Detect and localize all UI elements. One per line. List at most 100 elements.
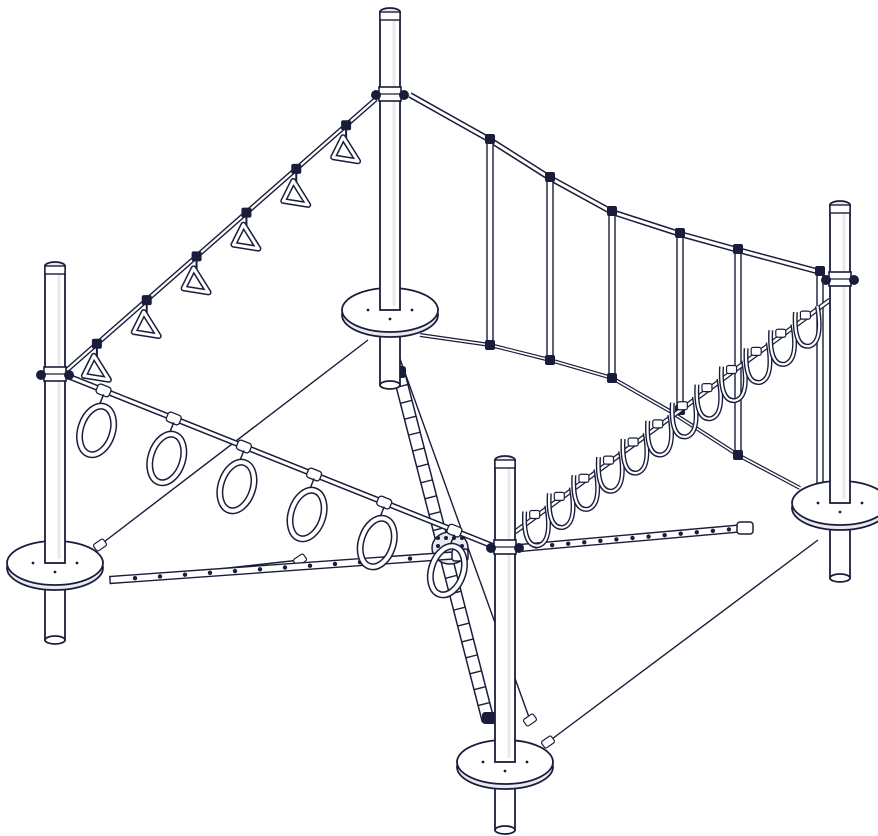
belt-rivet [282, 565, 288, 570]
belt-segment [469, 670, 482, 675]
ladder-rung [546, 177, 554, 361]
back-post [341, 7, 439, 390]
rope-connector [486, 543, 496, 553]
loop-clamp [602, 455, 615, 465]
belt-rivet [678, 531, 683, 536]
loop-clamp [750, 346, 762, 356]
rung-clamp [675, 228, 685, 238]
belt-rivet [407, 556, 413, 561]
belt-rivet [662, 532, 667, 538]
post-cap-band [44, 265, 66, 275]
ring-clamp [95, 383, 112, 398]
belt-segment [477, 701, 490, 707]
belt-rivet [132, 576, 138, 581]
rope-connector [64, 370, 74, 380]
belt-rivet [549, 542, 555, 548]
post-shaft [379, 11, 401, 311]
post-shaft [829, 204, 851, 504]
loop-clamp [676, 401, 688, 411]
loop-clamp [652, 419, 664, 429]
belt-rivet [307, 563, 313, 568]
loop-clamp [529, 509, 541, 520]
rope-ladder-wall [408, 92, 825, 493]
ladder-rung [486, 139, 494, 346]
post-shaft [494, 459, 516, 763]
grip-clamp [91, 338, 102, 349]
ring-traverse [63, 372, 495, 599]
ring-clamp [305, 467, 323, 482]
belt-segment [416, 463, 429, 468]
loop-clamp [701, 383, 713, 393]
rope-connector [821, 275, 831, 285]
post-cap-band [494, 459, 516, 469]
ladder-rung [608, 211, 616, 379]
belt-rivet [257, 567, 263, 572]
belt-segment [420, 479, 433, 484]
belt-segment [473, 686, 486, 691]
belt-rivet [157, 574, 163, 579]
post-cap-band [829, 204, 851, 214]
loop-clamp [799, 310, 811, 320]
front-post [456, 455, 554, 835]
belt-segment [453, 606, 466, 611]
ring-clamp [446, 523, 463, 538]
belt-segment [408, 431, 421, 436]
bolt-hole [860, 501, 864, 505]
ladder-rung [734, 249, 742, 456]
loop-clamp [775, 328, 787, 338]
cable-clamp [92, 538, 108, 552]
bolt-hole [816, 501, 820, 505]
grip-clamp [191, 251, 202, 262]
loop-clamp [553, 491, 565, 501]
belt-rivet [630, 535, 635, 541]
post-cap-band [379, 11, 401, 21]
rung-clamp [485, 340, 495, 350]
ring-clamp [235, 439, 253, 454]
rung-clamp [733, 450, 743, 460]
belt-tensioner [736, 521, 754, 535]
rung-clamp [607, 206, 617, 216]
belt-segment [424, 495, 437, 500]
bolt-hole [53, 570, 57, 574]
loop-net-traverse [513, 297, 832, 549]
bolt-hole [388, 317, 392, 321]
rope-connector [514, 543, 524, 553]
belt-segment [445, 574, 458, 579]
belt-segment [461, 638, 474, 643]
belt-clamp [482, 712, 496, 724]
loop-clamp [578, 473, 590, 483]
bolt-hole [31, 561, 35, 565]
cable-clamp [522, 713, 538, 727]
grip-clamp [241, 207, 252, 218]
belt-rivet [646, 534, 651, 539]
belt-rivet [332, 561, 338, 567]
rung-clamp [485, 134, 495, 144]
rope-connector [849, 275, 859, 285]
belt-segment [465, 654, 478, 659]
bolt-hole [481, 760, 485, 764]
belt-rivet [207, 570, 213, 576]
belt-rivet [726, 527, 732, 532]
rung-clamp [815, 266, 825, 276]
belt-rivet [566, 541, 571, 546]
left-post [6, 261, 104, 645]
belt-segment [404, 415, 417, 420]
bolt-hole [75, 561, 79, 565]
loop-clamp [725, 364, 738, 375]
belt-rivet [710, 528, 716, 534]
grip-clamp [341, 120, 352, 131]
bolt-hole [503, 769, 507, 773]
belt-segment [457, 622, 470, 627]
belt-rivet [182, 572, 188, 577]
grip-clamp [141, 295, 152, 306]
cable-clamp [540, 735, 556, 749]
rope-connector [371, 90, 381, 100]
grip-clamp [291, 163, 302, 174]
belt-segment [428, 511, 441, 516]
rope-connector [399, 90, 409, 100]
rung-clamp [545, 172, 555, 182]
rope-connector [36, 370, 46, 380]
post-shaft [44, 265, 66, 564]
posts-group [6, 7, 878, 835]
